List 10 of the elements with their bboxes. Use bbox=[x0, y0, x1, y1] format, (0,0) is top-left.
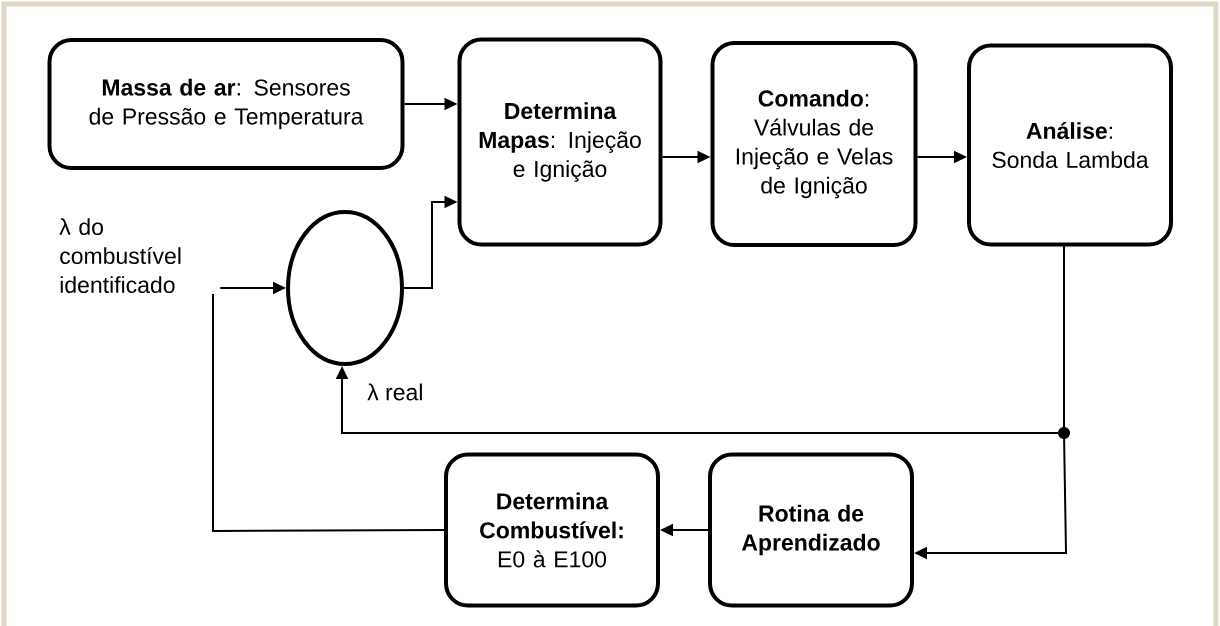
edge-label: λ do combustível identificado bbox=[59, 218, 181, 294]
arrow bbox=[212, 281, 445, 532]
summing-ellipse bbox=[286, 210, 404, 366]
process-box: Análise: Sonda Lambda bbox=[967, 43, 1173, 247]
process-box: Massa de ar: Sensores de Pressão e Temperatura bbox=[47, 38, 405, 170]
process-box: Comando: Válvulas de Injeção e Velas de Ignição bbox=[710, 41, 918, 247]
edge-label: λ real bbox=[367, 383, 422, 401]
process-box: Rotina de Aprendizado bbox=[708, 452, 914, 608]
process-box: Determina Mapas: Injeção e Ignição bbox=[457, 37, 663, 247]
process-box: Determina Combustível: E0 à E100 bbox=[444, 452, 660, 608]
